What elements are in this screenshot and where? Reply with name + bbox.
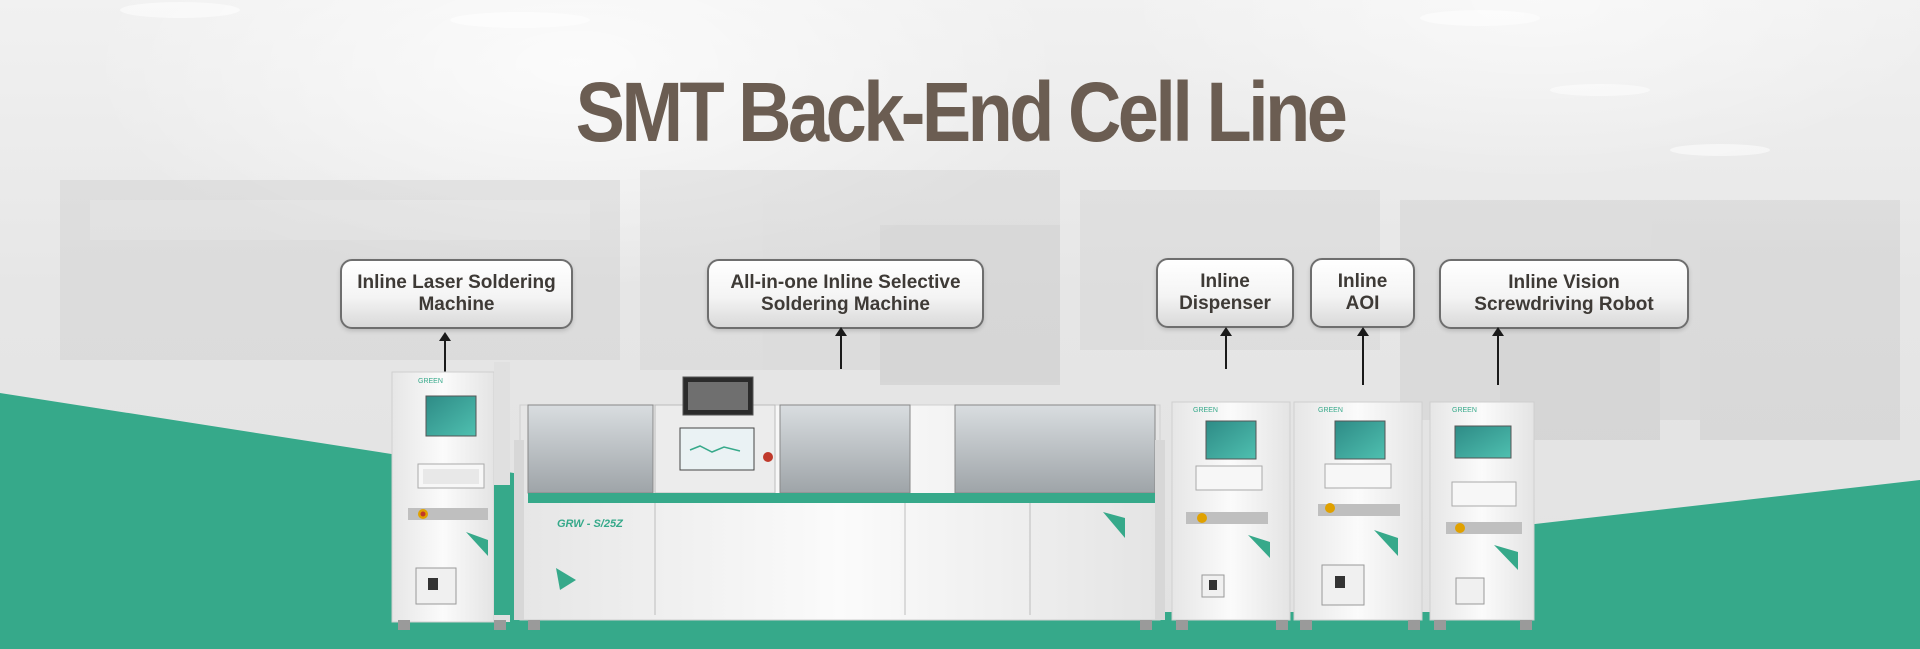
svg-text:GREEN: GREEN bbox=[1452, 407, 1477, 414]
callout-screwdriving-robot: Inline Vision Screwdriving Robot bbox=[1439, 259, 1689, 329]
callout-laser-soldering: Inline Laser Soldering Machine bbox=[340, 259, 573, 329]
aoi-machine: GREEN bbox=[1293, 401, 1423, 621]
arrow-laser-soldering bbox=[439, 332, 451, 373]
arrow-aoi bbox=[1357, 327, 1369, 385]
callout-laser-soldering-label: Inline Laser Soldering Machine bbox=[357, 272, 556, 315]
svg-text:GREEN: GREEN bbox=[1193, 407, 1218, 414]
callout-dispenser: Inline Dispenser bbox=[1156, 258, 1294, 328]
callout-aoi: Inline AOI bbox=[1310, 258, 1415, 328]
dispenser-machine: GREEN bbox=[1171, 401, 1291, 621]
callout-aoi-label: Inline AOI bbox=[1337, 271, 1388, 314]
arrow-selective-soldering bbox=[835, 327, 847, 369]
selective-model-label: GRW - S/25Z bbox=[557, 518, 624, 530]
arrow-screwdriving-robot bbox=[1492, 327, 1504, 385]
laser-soldering-machine: GREEN bbox=[391, 362, 510, 623]
screwdriving-robot-machine: GREEN bbox=[1429, 401, 1535, 621]
arrow-dispenser bbox=[1220, 327, 1232, 369]
callout-dispenser-label: Inline Dispenser bbox=[1179, 271, 1271, 314]
callout-screwdriving-robot-label: Inline Vision Screwdriving Robot bbox=[1474, 272, 1654, 315]
svg-text:GREEN: GREEN bbox=[418, 378, 443, 385]
callout-selective-soldering-label: All-in-one Inline Selective Soldering Ma… bbox=[730, 272, 961, 315]
page-title: SMT Back-End Cell Line bbox=[575, 65, 1348, 159]
selective-soldering-machine: GRW - S/25Z bbox=[514, 376, 1165, 621]
svg-text:GREEN: GREEN bbox=[1318, 407, 1343, 414]
